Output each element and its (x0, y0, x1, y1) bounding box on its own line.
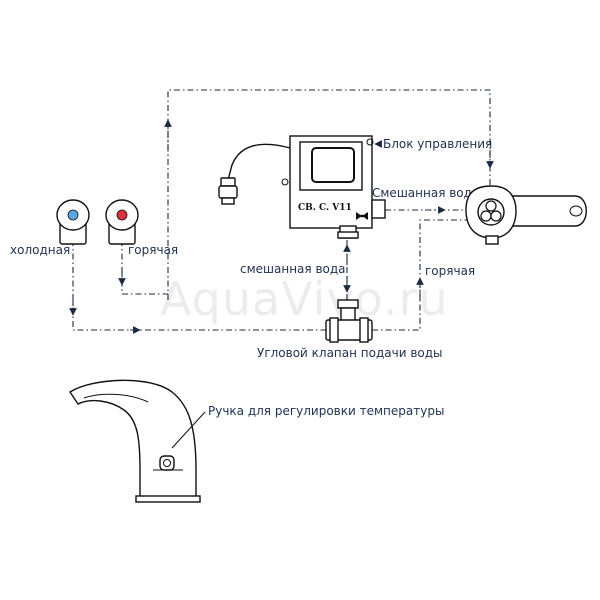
label-mixed-water-right: Смешанная вода (372, 186, 479, 200)
faucet-aerator (569, 205, 583, 217)
hot-indicator-icon (116, 209, 128, 221)
angle-valve (325, 299, 373, 343)
label-temp-handle: Ручка для регулировки температуры (208, 404, 444, 418)
cold-indicator-icon (67, 209, 79, 221)
hot-line-right (372, 219, 470, 331)
watermark: AquaVivo.ru (160, 272, 449, 326)
cold-line (72, 240, 326, 331)
control-unit-marking: CB. C. V11 (298, 203, 352, 213)
control-unit: CB. C. V11 (218, 135, 386, 239)
label-control-unit: Блок управления (383, 137, 492, 151)
control-side-port (281, 178, 289, 186)
label-cold: холодная (10, 243, 70, 257)
faucet-spout-top (499, 195, 587, 227)
faucet-side-view (69, 379, 206, 503)
hot-line-left (121, 240, 168, 295)
control-display (311, 147, 355, 183)
angle-valve-top-nut (337, 299, 359, 309)
control-outlet (371, 199, 386, 219)
connection-lines (69, 89, 494, 334)
faucet-inlet (485, 235, 499, 245)
cold-water-valve (56, 199, 90, 245)
label-mixed-water-center: смешанная вода (240, 262, 346, 276)
faucet-spout-side (69, 379, 197, 501)
label-hot-left: горячая (128, 243, 178, 257)
control-screw (366, 138, 374, 146)
sensor-cable (227, 143, 291, 181)
faucet-base (135, 495, 201, 503)
faucet-highlight (83, 393, 149, 403)
label-hot-right: горячая (425, 264, 475, 278)
cable-connector (218, 185, 238, 199)
handle-leader-line (171, 411, 206, 449)
top-signal-line (167, 89, 491, 300)
label-angle-valve: Угловой клапан подачи воды (257, 346, 443, 360)
faucet-top-view (465, 185, 587, 245)
temperature-handle (159, 455, 175, 471)
hot-water-valve (105, 199, 139, 245)
